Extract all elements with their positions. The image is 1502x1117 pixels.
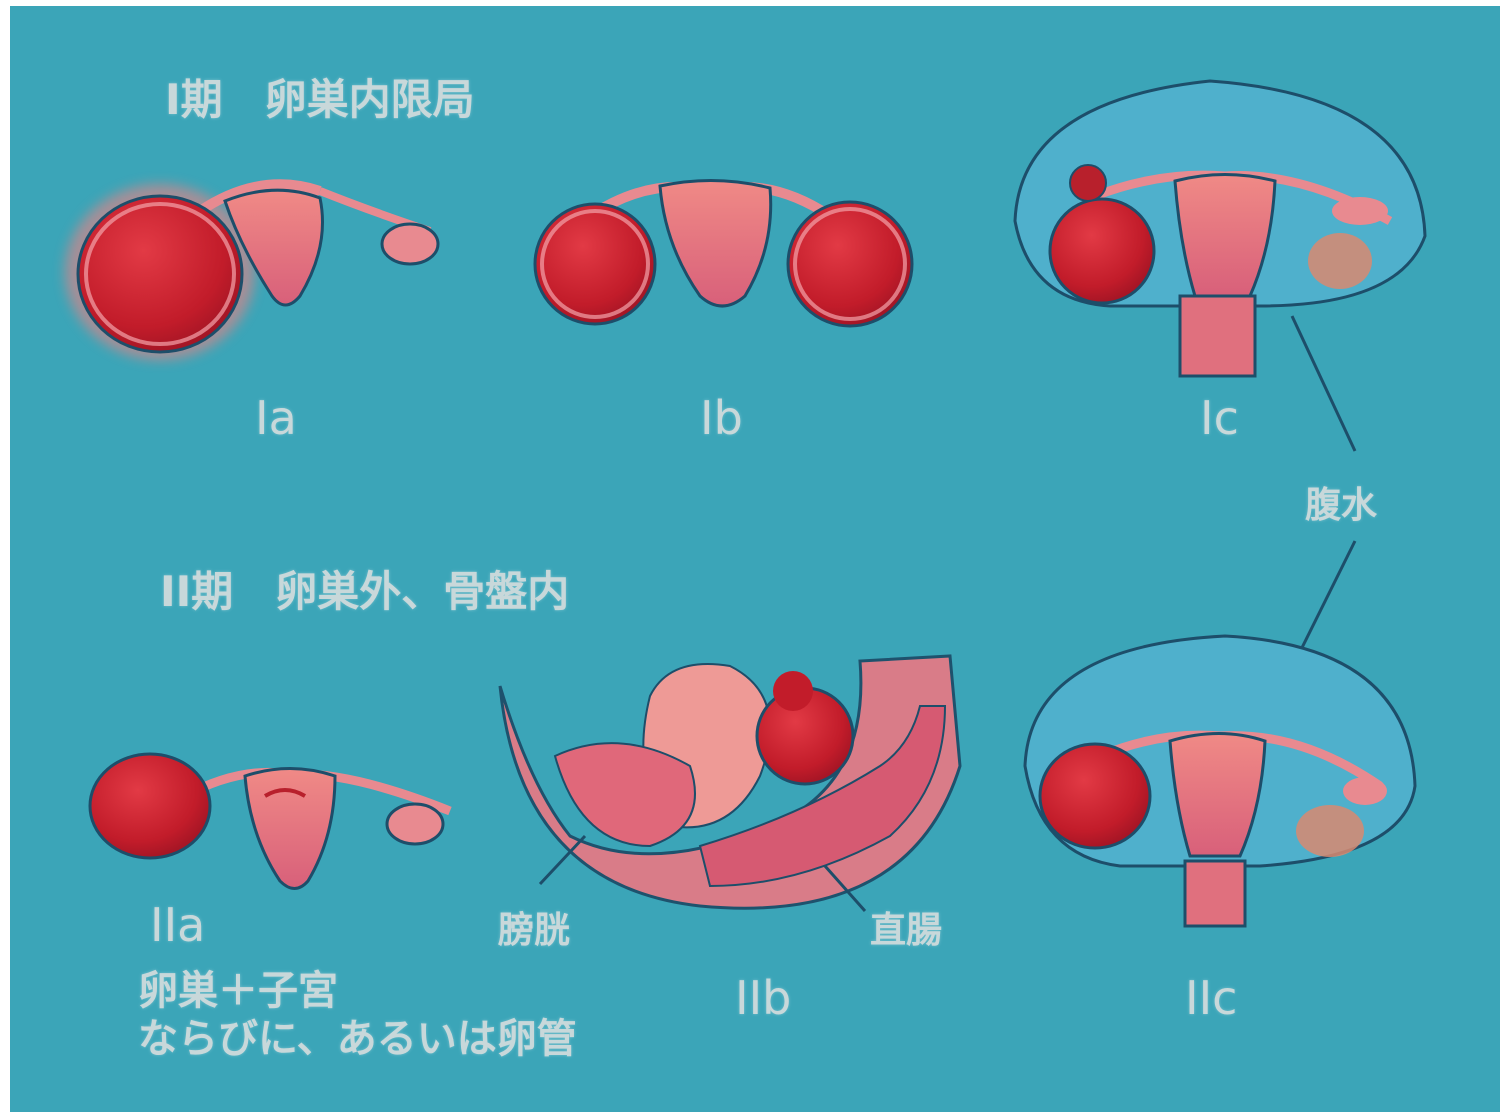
bladder-label: 膀胱 (498, 901, 570, 953)
stage-2a-note-line1: 卵巣＋子宮 (138, 968, 338, 1014)
figure-stage-1c (1015, 81, 1425, 376)
label-stage-1a: Ia (255, 391, 297, 445)
figure-stage-2a (90, 754, 450, 889)
diagram-canvas: I期 卵巣内限局 II期 卵巣外、骨盤内 Ia Ib Ic 腹水 IIa IIb… (10, 6, 1500, 1112)
figure-stage-2b (500, 656, 960, 911)
label-stage-1c: Ic (1200, 391, 1239, 445)
label-stage-2c: IIc (1185, 971, 1237, 1025)
stage-1-heading: I期 卵巣内限局 (165, 66, 475, 127)
ascites-label: 腹水 (1305, 476, 1377, 528)
label-stage-2a: IIa (150, 898, 205, 952)
stage-2a-note-line2: ならびに、あるいは卵管 (138, 1016, 577, 1062)
rectum-label: 直腸 (870, 901, 942, 953)
figure-stage-1b (535, 180, 912, 326)
label-stage-2b: IIb (735, 971, 791, 1025)
figure-stage-1a (65, 184, 438, 360)
stage-2-heading: II期 卵巣外、骨盤内 (160, 558, 569, 619)
figure-stage-2c (1025, 636, 1415, 926)
label-stage-1b: Ib (700, 391, 743, 445)
ascites-pointer-up (1292, 316, 1355, 451)
